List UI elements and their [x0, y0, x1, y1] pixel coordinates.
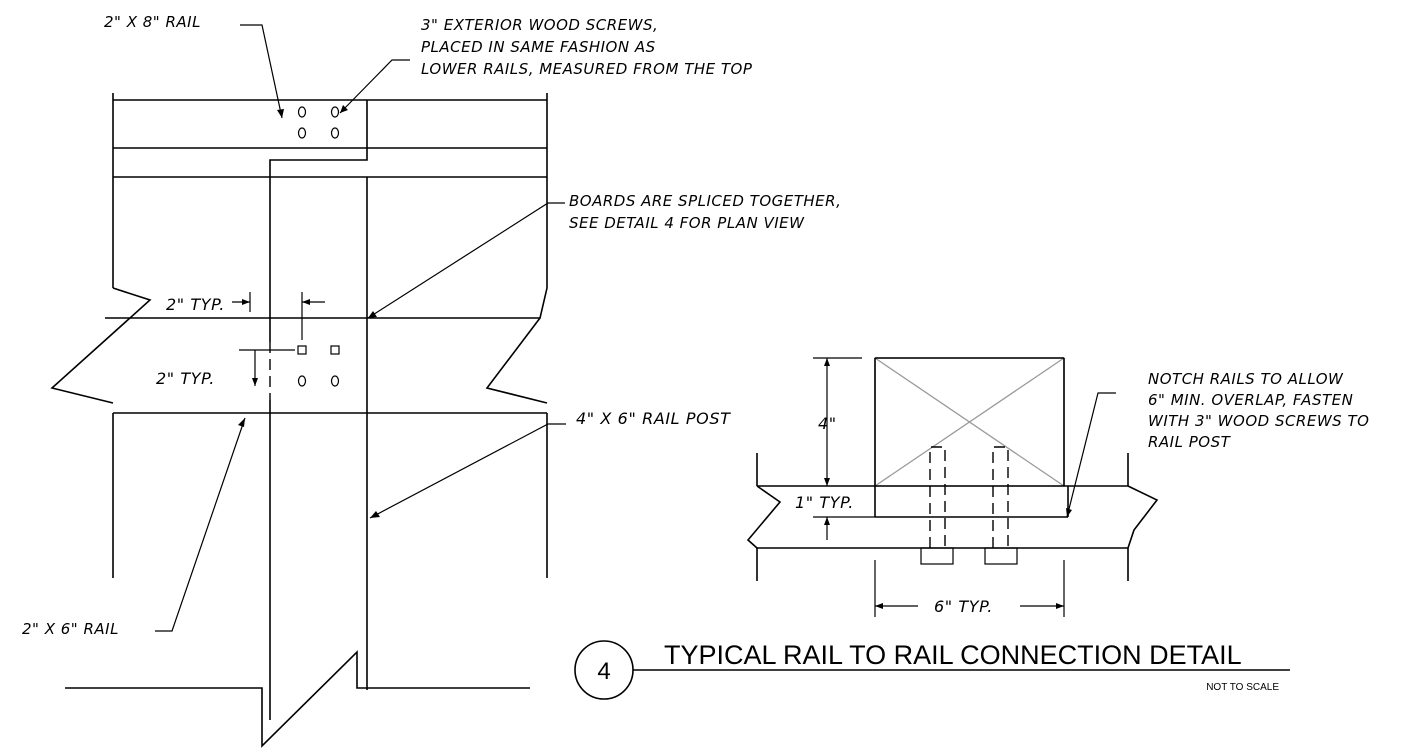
height-dimension: 4" — [813, 357, 862, 486]
notch-note-line3: WITH 3" WOOD SCREWS TO — [1148, 412, 1369, 430]
screws-note-line2: PLACED IN SAME FASHION AS — [421, 38, 656, 56]
screws-note-line3: LOWER RAILS, MEASURED FROM THE TOP — [421, 60, 753, 78]
dim-height-label: 4" — [818, 414, 837, 433]
rail-post — [65, 177, 530, 748]
detail-number: 4 — [597, 658, 610, 685]
horizontal-dimension: 2" TYP. — [166, 292, 325, 340]
notch-note-line1: NOTCH RAILS TO ALLOW — [1148, 370, 1344, 388]
notch-note-line4: RAIL POST — [1148, 433, 1232, 451]
screws-note-line1: 3" EXTERIOR WOOD SCREWS, — [421, 16, 658, 34]
elevation-view: 2" TYP. 2" TYP. 2" X — [22, 13, 841, 748]
splice-note-line1: BOARDS ARE SPLICED TOGETHER, — [569, 192, 841, 210]
dim-rail-typ-label: 1" TYP. — [795, 493, 854, 512]
leaders — [155, 24, 566, 632]
top-screw-holes — [297, 106, 340, 139]
rail-post-label: 4" X 6" RAIL POST — [576, 409, 731, 428]
plan-view: 4" 1" TYP. 6" TYP. NOTCH RAILS TO ALLOW … — [746, 357, 1369, 617]
splice-note-line2: SEE DETAIL 4 FOR PLAN VIEW — [569, 214, 805, 232]
dim-width-label: 6" TYP. — [934, 597, 993, 616]
rail-2x8-label: 2" X 8" RAIL — [104, 13, 201, 31]
vertical-dimension: 2" TYP. — [156, 349, 295, 388]
scale-note: NOT TO SCALE — [1206, 682, 1279, 693]
rail-2x6-label: 2" X 6" RAIL — [22, 620, 119, 638]
dim-horizontal-label: 2" TYP. — [166, 295, 225, 314]
middle-screw-holes — [297, 345, 340, 387]
width-dimension: 6" TYP. — [874, 560, 1065, 617]
detail-title: TYPICAL RAIL TO RAIL CONNECTION DETAIL — [664, 640, 1242, 670]
plan-screws — [920, 446, 1018, 565]
top-rail-2x8 — [112, 93, 548, 288]
middle-rail-2x6 — [50, 177, 548, 690]
notch-note-line2: 6" MIN. OVERLAP, FASTEN — [1148, 391, 1353, 409]
detail-title-block: 4 TYPICAL RAIL TO RAIL CONNECTION DETAIL… — [574, 640, 1290, 700]
rail-thickness-dimension: 1" TYP. — [795, 493, 875, 540]
dim-vertical-label: 2" TYP. — [156, 369, 215, 388]
